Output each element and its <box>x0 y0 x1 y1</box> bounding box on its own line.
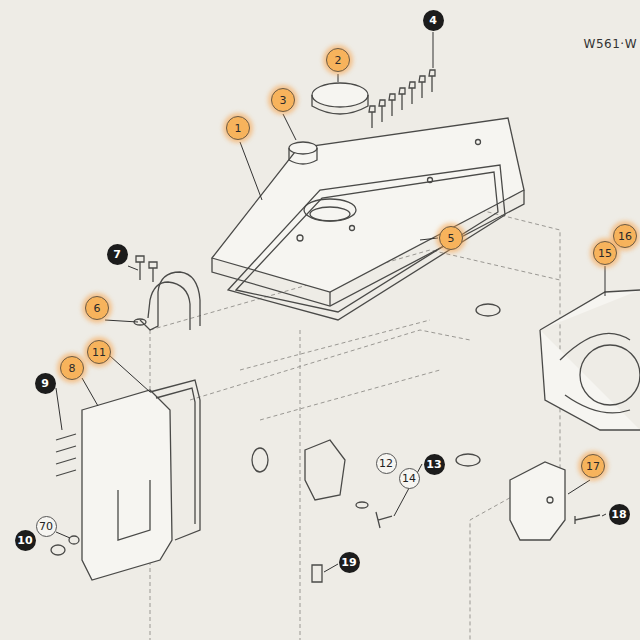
callout-number: 2 <box>326 48 350 72</box>
callout-number: 70 <box>36 516 57 537</box>
callout-number: 16 <box>613 224 637 248</box>
callout-number: 12 <box>376 453 397 474</box>
callout-number: 11 <box>87 340 111 364</box>
callout-number: 7 <box>107 244 128 265</box>
callout-number: 4 <box>423 10 444 31</box>
callout-number: 14 <box>399 468 420 489</box>
callout-number: 3 <box>271 88 295 112</box>
callout-number: 18 <box>609 504 630 525</box>
drawing-code: W561·W <box>584 37 637 51</box>
callout-number: 1 <box>226 116 250 140</box>
callout-number: 10 <box>15 530 36 551</box>
callout-number: 17 <box>581 454 605 478</box>
callout-number: 19 <box>339 552 360 573</box>
callout-number: 9 <box>35 373 56 394</box>
callout-number: 5 <box>439 226 463 250</box>
callout-number: 15 <box>593 241 617 265</box>
callout-number: 6 <box>85 296 109 320</box>
callout-number: 8 <box>60 356 84 380</box>
callout-number: 13 <box>424 454 445 475</box>
